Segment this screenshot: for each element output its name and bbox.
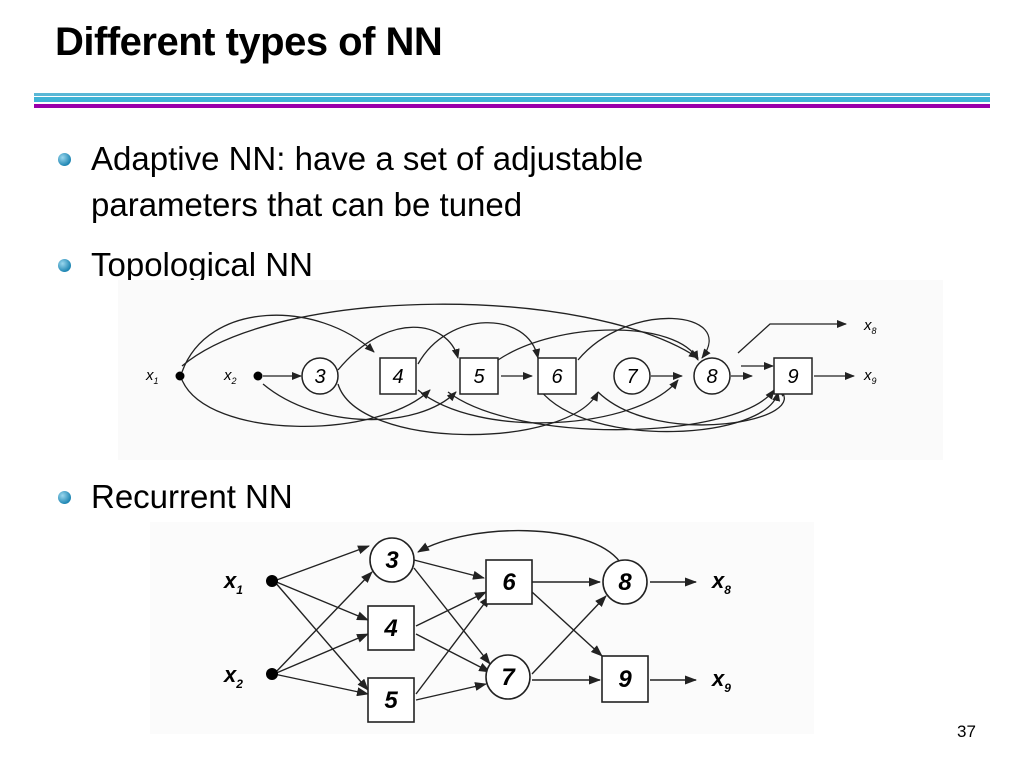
bullet-adaptive: Adaptive NN: have a set of adjustable pa… [58, 136, 818, 228]
node-label: 7 [501, 664, 516, 691]
input-node-x1 [175, 371, 185, 381]
node-label: 3 [314, 366, 325, 388]
bullet-dot-icon [58, 259, 71, 272]
node-label: 5 [384, 687, 398, 714]
node-label: 8 [706, 366, 717, 388]
slide-title: Different types of NN [55, 20, 443, 64]
node-label: 9 [787, 366, 798, 388]
bullet-line: Topological NN [91, 246, 313, 283]
recurrent-nn-diagram: 3 4 5 6 7 8 9 x1 x2 x8 x9 [150, 522, 814, 734]
title-rule-thin [34, 93, 990, 96]
input-label-x2: x2 [223, 662, 243, 691]
node-label: 9 [618, 666, 632, 693]
title-rule-purple [34, 104, 990, 108]
input-node-x2 [266, 668, 278, 680]
output-label-x8: x8 [863, 317, 877, 336]
input-label-x2: x2 [223, 367, 237, 386]
input-label-x1: x1 [145, 367, 159, 386]
bullet-dot-icon [58, 153, 71, 166]
node-label: 7 [626, 366, 638, 388]
title-rule-cyan [34, 97, 990, 102]
page-number: 37 [957, 722, 976, 741]
input-node-x1 [266, 575, 278, 587]
bullet-topological: Topological NN [58, 242, 458, 288]
node-label: 5 [473, 366, 485, 388]
node-label: 6 [551, 366, 563, 388]
output-label-x8: x8 [711, 568, 731, 597]
bullet-line: parameters that can be tuned [91, 186, 523, 223]
output-label-x9: x9 [863, 367, 877, 386]
output-label-x9: x9 [711, 666, 731, 695]
topological-nn-diagram: 3 4 5 6 7 8 9 x1 x2 x8 x9 [118, 280, 943, 460]
node-label: 3 [385, 547, 399, 574]
bullet-recurrent: Recurrent NN [58, 474, 458, 520]
node-label: 4 [392, 366, 403, 388]
node-label: 8 [618, 569, 632, 596]
node-label: 4 [383, 615, 397, 642]
input-label-x1: x1 [223, 568, 243, 597]
bullet-line: Adaptive NN: have a set of adjustable [91, 140, 644, 177]
bullet-line: Recurrent NN [91, 478, 293, 515]
bullet-dot-icon [58, 491, 71, 504]
node-label: 6 [502, 569, 516, 596]
input-node-x2 [253, 371, 263, 381]
